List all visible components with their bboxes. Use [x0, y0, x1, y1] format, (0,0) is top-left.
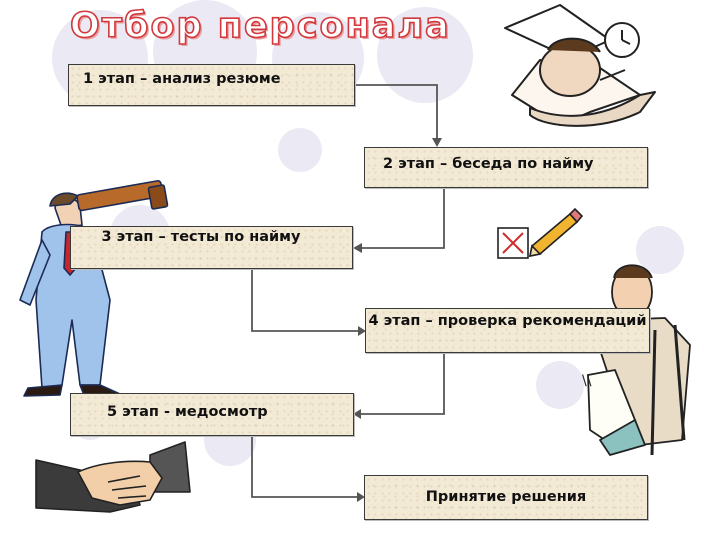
step-4-label: 4 этап – проверка рекомендаций: [368, 313, 647, 329]
step-1-box: 1 этап – анализ резюме: [68, 64, 355, 106]
step-5-box: 5 этап - медосмотр: [70, 393, 354, 436]
injured-man-crutches-icon: \\: [582, 264, 691, 456]
step-1-label: 1 этап – анализ резюме: [83, 71, 281, 87]
connector-arrowheads: [353, 138, 442, 502]
step-4-box: 4 этап – проверка рекомендаций: [365, 308, 650, 353]
step-3-box: 3 этап – тесты по найму: [70, 226, 353, 269]
decision-label: Принятие решения: [425, 489, 587, 505]
connectors: [251, 84, 445, 498]
man-reading-icon: [504, 4, 656, 127]
svg-text:\\: \\: [582, 373, 592, 389]
step-2-box: 2 этап – беседа по найму: [364, 147, 648, 188]
step-5-label: 5 этап - медосмотр: [107, 404, 268, 420]
handshake-icon: [35, 441, 191, 513]
decision-box: Принятие решения: [364, 475, 648, 520]
checkbox-pencil-icon: [497, 207, 584, 259]
step-2-label: 2 этап – беседа по найму: [383, 156, 594, 172]
step-3-label: 3 этап – тесты по найму: [101, 229, 301, 245]
page-title: Отбор персонала: [69, 5, 451, 47]
